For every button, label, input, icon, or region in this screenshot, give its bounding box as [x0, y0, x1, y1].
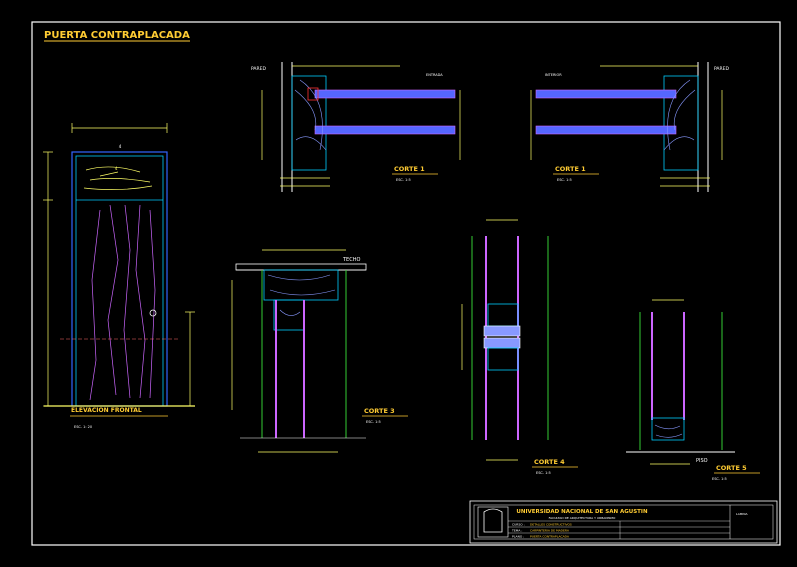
corte5-scale: ESC. 1:5: [712, 477, 727, 481]
corte1-right-top-label: INTERIOR: [545, 73, 562, 77]
elevation-scale: ESC. 1: 20: [74, 425, 92, 429]
corte1-right-view: PARED INTERIOR CORTE 1 ESC. 1:5: [530, 62, 729, 192]
tb-row3-label: PLANO :: [512, 535, 524, 539]
corte1-left-view: PARED ENTRADA CORTE 1 ESC. 1:5: [251, 62, 461, 192]
corte1-left-wall: PARED: [251, 66, 266, 72]
faculty-name: FACULTAD DE ARQUITECTURA Y URBANISMO: [549, 516, 616, 520]
tb-row1-value: DETALLES CONSTRUCTIVOS: [530, 523, 572, 527]
title-block: UNIVERSIDAD NACIONAL DE SAN AGUSTIN FACU…: [469, 500, 778, 544]
tb-row2-label: TEMA :: [511, 529, 522, 533]
corte1-right-wall: PARED: [714, 66, 729, 72]
tb-row1-label: CURSO :: [512, 523, 525, 527]
corte1-right-scale: ESC. 1:5: [557, 178, 572, 182]
drawing-title: PUERTA CONTRAPLACADA: [44, 30, 190, 41]
corte4-view: CORTE 4 ESC. 1:5: [461, 219, 578, 475]
svg-text:4: 4: [115, 166, 118, 171]
tb-row3-value: PUERTA CONTRAPLACADA: [530, 535, 570, 539]
corte3-scale: ESC. 1:5: [366, 420, 381, 424]
university-name: UNIVERSIDAD NACIONAL DE SAN AGUSTIN: [516, 509, 648, 515]
university-seal: [483, 508, 503, 533]
corte3-label: CORTE 3: [364, 407, 395, 415]
corte3-ceiling: TECHO: [342, 257, 360, 263]
corte1-left-top-label: ENTRADA: [426, 73, 443, 77]
sheet-border: [31, 21, 781, 546]
elevation-label: ELEVACION FRONTAL: [71, 407, 142, 414]
corte4-label: CORTE 4: [534, 458, 565, 466]
svg-text:4: 4: [119, 144, 122, 149]
corte4-scale: ESC. 1:5: [536, 471, 551, 475]
elevation-frontal-view: 4 4 ELEVACION FRONTAL ESC. 1: 20: [43, 123, 195, 429]
tb-sheet-label: LAMINA: [736, 512, 749, 516]
corte5-view: PISO CORTE 5 ESC. 1:5: [626, 299, 760, 481]
corte3-view: TECHO CORTE 3 ESC. 1:5: [231, 249, 408, 453]
corte1-left-scale: ESC. 1:5: [396, 178, 411, 182]
corte1-right-label: CORTE 1: [555, 165, 586, 173]
corte5-floor: PISO: [696, 458, 708, 464]
tb-row2-value: CARPINTERIA DE MADERA: [530, 529, 570, 533]
corte1-left-label: CORTE 1: [394, 165, 425, 173]
corte5-label: CORTE 5: [716, 464, 747, 472]
